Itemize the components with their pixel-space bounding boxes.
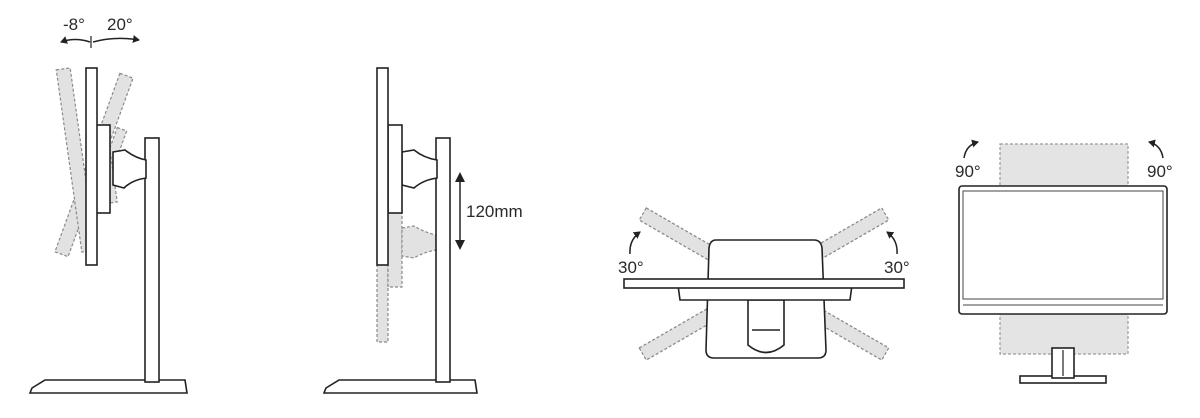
pivot-left-arrow bbox=[963, 139, 979, 159]
tilt-forward-arc bbox=[60, 36, 91, 44]
height-stand-column bbox=[435, 137, 451, 383]
height-screen-back bbox=[387, 124, 403, 214]
pivot-diagram: 90° 90° bbox=[955, 139, 1173, 384]
tilt-forward-label: -8° bbox=[63, 15, 85, 34]
swivel-column bbox=[747, 299, 785, 354]
pivot-right-arrow bbox=[1148, 139, 1164, 159]
swivel-right-arrow bbox=[886, 231, 898, 255]
tilt-stand-column bbox=[144, 137, 160, 383]
tilt-back-label: 20° bbox=[107, 15, 133, 34]
pivot-right-label: 90° bbox=[1147, 162, 1173, 181]
tilt-hinge bbox=[112, 149, 147, 189]
tilt-diagram: -8° 20° bbox=[28, 15, 188, 394]
tilt-stand-base bbox=[28, 379, 188, 394]
height-label: 120mm bbox=[466, 202, 523, 221]
swivel-right-label: 30° bbox=[884, 258, 910, 277]
swivel-screen bbox=[623, 278, 905, 289]
height-hinge bbox=[401, 149, 438, 189]
height-diagram: 120mm bbox=[322, 67, 523, 394]
height-stand-base bbox=[322, 379, 478, 394]
swivel-diagram: 30° 30° bbox=[618, 207, 910, 361]
height-screen bbox=[376, 67, 389, 266]
swivel-left-arrow bbox=[629, 231, 641, 255]
tilt-screen-back bbox=[95, 124, 111, 214]
tilt-screen bbox=[85, 67, 98, 266]
tilt-back-arc bbox=[92, 35, 140, 43]
pivot-left-label: 90° bbox=[955, 162, 981, 181]
swivel-left-label: 30° bbox=[618, 258, 644, 277]
